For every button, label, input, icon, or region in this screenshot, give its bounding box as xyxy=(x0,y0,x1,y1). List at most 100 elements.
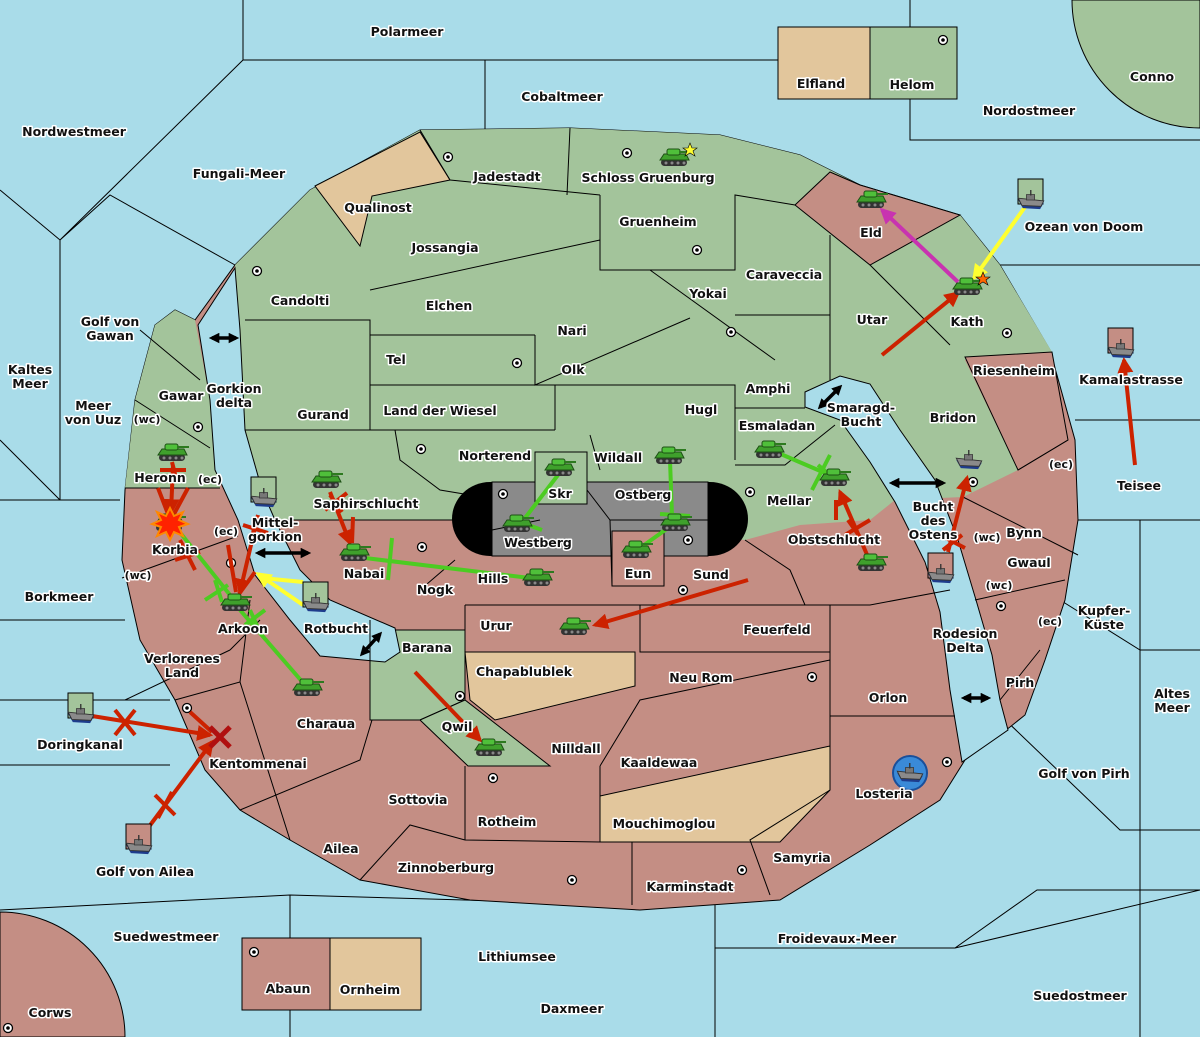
territory-label: Eld xyxy=(860,225,882,240)
territory-label: Mellar xyxy=(767,493,812,508)
coast-label: (ec) xyxy=(198,473,222,486)
support-line xyxy=(523,473,560,520)
territory-label: Ailea xyxy=(323,841,358,856)
supply-center-dot xyxy=(941,756,953,768)
territory-label: Wildall xyxy=(594,450,642,465)
supply-center-dot xyxy=(736,864,748,876)
support-line xyxy=(668,459,674,517)
x-mark-icon xyxy=(208,725,232,749)
coast-label: (ec) xyxy=(1049,458,1073,471)
move-arrow xyxy=(163,465,180,516)
cut-mark xyxy=(843,518,872,542)
supply-center-dot xyxy=(1001,327,1013,339)
territory-label: Jadestadt xyxy=(472,169,540,184)
cut-mark xyxy=(242,517,269,544)
territory-label: Hills xyxy=(478,571,509,586)
sea-label: Ozean von Doom xyxy=(1025,219,1144,234)
territory-label: Westberg xyxy=(504,535,572,550)
territory-label: Sottovia xyxy=(389,792,448,807)
region-chapablublek[interactable] xyxy=(464,651,636,721)
territory-label: Samyria xyxy=(773,850,831,865)
territory-label: Skr xyxy=(548,486,572,501)
sea-label: Froidevaux-Meer xyxy=(778,931,897,946)
move-arrow xyxy=(413,670,483,743)
convoy-arrow xyxy=(261,576,304,584)
move-arrow xyxy=(880,290,961,357)
sea-label: Rotbucht xyxy=(304,621,368,636)
territory-label: Corws xyxy=(29,1005,72,1020)
supply-center-dot xyxy=(497,488,509,500)
supply-center-dot xyxy=(192,421,204,433)
star-icon xyxy=(682,142,698,157)
green-territories-west xyxy=(125,310,220,488)
supply-center-dot xyxy=(744,486,756,498)
sea-label: Polarmeer xyxy=(371,24,445,39)
territory-label: Tel xyxy=(386,352,406,367)
supply-center-dot xyxy=(566,874,578,886)
region-qualinost[interactable] xyxy=(314,131,451,248)
territory-label: Norterend xyxy=(459,448,531,463)
region-conno[interactable] xyxy=(1071,0,1200,129)
territory-label: Korbia xyxy=(152,542,198,557)
region-helom[interactable] xyxy=(869,26,958,100)
cut-mark xyxy=(386,537,394,581)
east-channel[interactable] xyxy=(804,375,1009,763)
supply-center-dot xyxy=(511,357,523,369)
region-corws[interactable] xyxy=(0,911,126,1037)
units[interactable] xyxy=(67,142,1135,855)
territory-label: Jossangia xyxy=(410,240,478,255)
supply-center-dot xyxy=(2,1022,14,1034)
territory-label: Zinnoberburg xyxy=(398,860,494,875)
territory-label: Schloss Gruenburg xyxy=(581,170,714,185)
support-line xyxy=(176,528,240,607)
territory-label: Elfland xyxy=(797,76,845,91)
territory-label: Neu Rom xyxy=(669,670,732,685)
territory-label: Esmaladan xyxy=(739,418,815,433)
supply-center-dot xyxy=(937,34,949,46)
convoy-arrow xyxy=(972,205,1027,281)
territory-label: Qualinost xyxy=(344,200,411,215)
supply-center-dot xyxy=(677,584,689,596)
sea-label: Doringkanal xyxy=(37,737,123,752)
cut-mark xyxy=(203,579,230,603)
region-ornheim[interactable] xyxy=(329,937,422,1011)
sea-label: Borkmeer xyxy=(25,589,95,604)
cut-mark xyxy=(243,608,267,629)
territory-label: Pirh xyxy=(1006,675,1035,690)
coast-label: (wc) xyxy=(134,413,161,426)
region-elfland[interactable] xyxy=(777,26,871,100)
supply-center-dot xyxy=(995,600,1007,612)
territory-label: Gruenheim xyxy=(619,214,696,229)
territory-label: Nabai xyxy=(344,566,385,581)
sea-label: Nordostmeer xyxy=(983,103,1076,118)
territory-label: Utar xyxy=(857,312,889,327)
supply-center-dot xyxy=(682,534,694,546)
sea-label: Kupfer-Küste xyxy=(1078,603,1131,632)
region-eld[interactable] xyxy=(794,171,962,266)
sea-label: Mittel-gorkion xyxy=(248,515,302,544)
sea-label: Smaragd-Bucht xyxy=(827,400,895,429)
coast-label: (wc) xyxy=(974,531,1001,544)
sea-label: Kamalastrasse xyxy=(1079,372,1183,387)
cut-mark xyxy=(323,491,349,514)
supply-center-dot xyxy=(416,541,428,553)
supply-center-dot xyxy=(415,443,427,455)
coast-label: (wc) xyxy=(986,579,1013,592)
move-arrow xyxy=(91,714,214,741)
territory-label: Kentommenai xyxy=(209,756,307,771)
cut-mark xyxy=(160,461,186,479)
territory-label: Nilldall xyxy=(551,741,600,756)
labels: Polarmeer Cobaltmeer Nordostmeer Nordwes… xyxy=(6,23,1192,1022)
support-arrow xyxy=(237,570,257,596)
territory-label: Heronn xyxy=(134,470,186,485)
territory-label: Orlon xyxy=(869,690,908,705)
sea-label: Suedostmeer xyxy=(1033,988,1127,1003)
territory-label: Eun xyxy=(625,566,651,581)
